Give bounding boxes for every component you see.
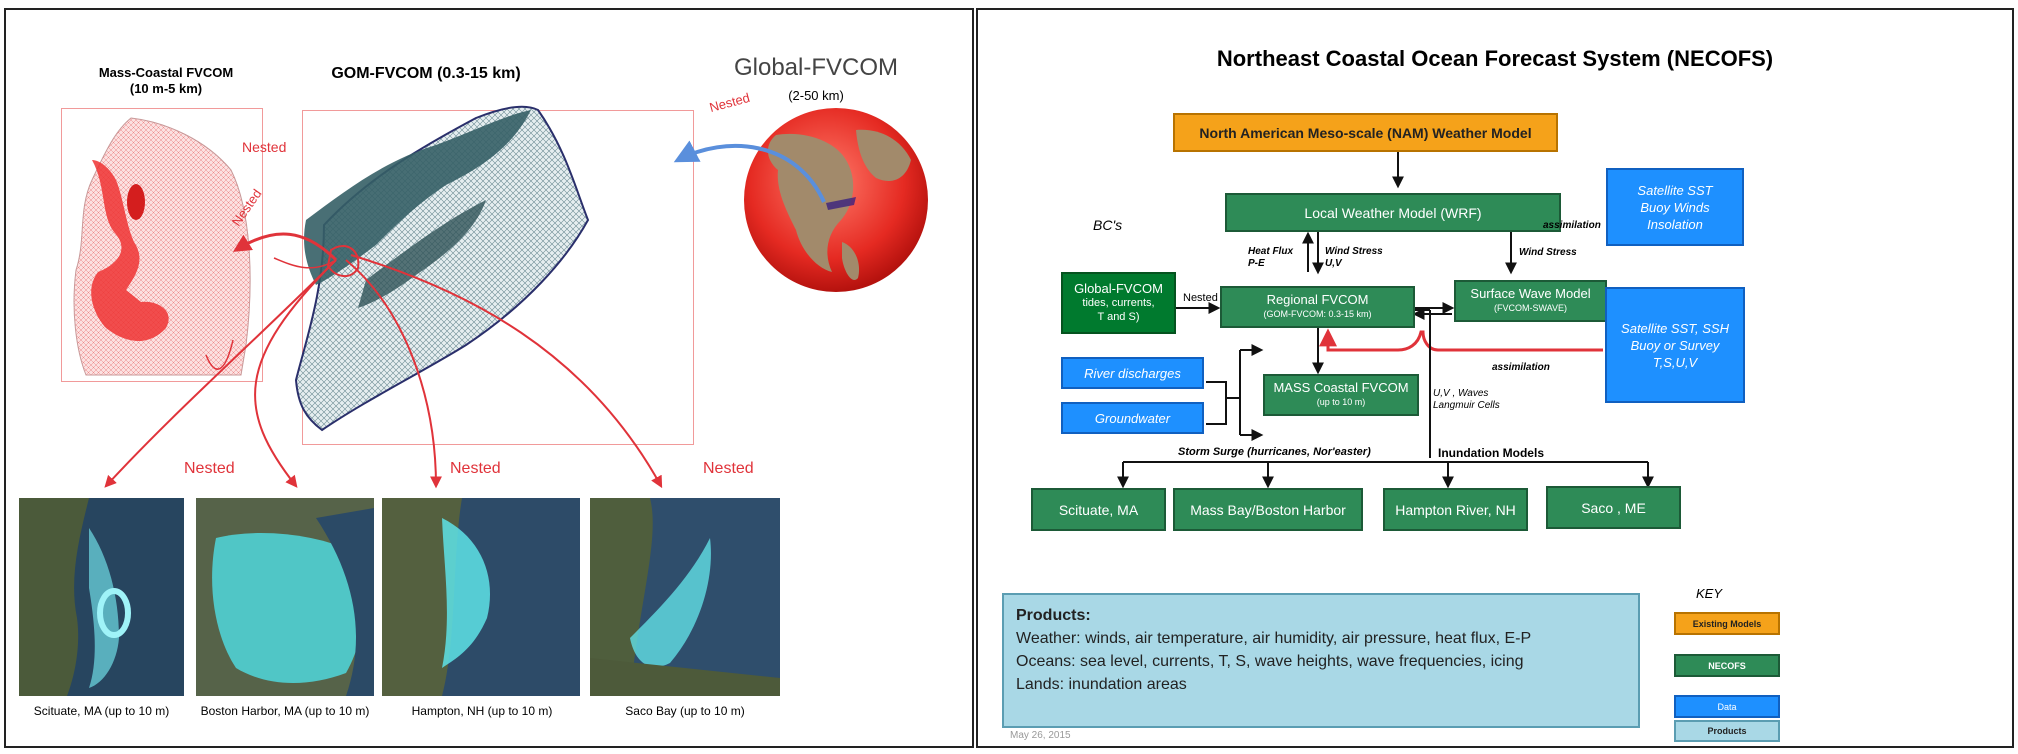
gom-to-mass-arrow bbox=[232, 232, 338, 262]
mass-coastal-frame bbox=[61, 108, 263, 382]
right-panel: Northeast Coastal Ocean Forecast System … bbox=[976, 8, 2014, 748]
sat2-line-3: T,S,U,V bbox=[1652, 354, 1698, 370]
swave-line-2: (FVCOM-SWAVE) bbox=[1494, 303, 1567, 313]
sat2-line-2: Buoy or Survey bbox=[1630, 337, 1720, 353]
gom-fvcom-title: GOM-FVCOM (0.3-15 km) bbox=[331, 65, 521, 82]
to-boston-arrow bbox=[254, 259, 337, 488]
global-to-gom-arrow bbox=[673, 140, 826, 203]
mass-coastal-title: Mass-Coastal FVCOM bbox=[98, 65, 234, 80]
hampton-caption: Hampton, NH (up to 10 m) bbox=[411, 704, 553, 718]
site-scituate-box: Scituate, MA bbox=[1031, 488, 1166, 531]
sat1-line-2: Buoy Winds bbox=[1640, 199, 1710, 215]
global-globe bbox=[744, 108, 928, 292]
sat2-line-1: Satellite SST, SSH bbox=[1621, 320, 1729, 336]
satellite-ssh-box: Satellite SST, SSH Buoy or Survey T,S,U,… bbox=[1605, 287, 1745, 403]
inundation-models-label: Inundation Models bbox=[1438, 446, 1544, 460]
left-panel: Mass-Coastal FVCOM (10 m-5 km) GOM-FVCOM… bbox=[4, 8, 974, 748]
key-data: Data bbox=[1674, 695, 1780, 718]
heat-flux-label: Heat Flux P-E bbox=[1248, 246, 1294, 269]
wrf-model-box: Local Weather Model (WRF) bbox=[1225, 193, 1561, 232]
date-footer: May 26, 2015 bbox=[1010, 730, 1071, 741]
global-fvcom-title: Global-FVCOM bbox=[733, 54, 899, 81]
surface-wave-model-box: Surface Wave Model (FVCOM-SWAVE) bbox=[1454, 280, 1607, 322]
global-fvcom-box: Global-FVCOM tides, currents, T and S) bbox=[1061, 272, 1176, 334]
wind-stress-label: Wind Stress bbox=[1519, 247, 1577, 258]
global-fvcom-range: (2-50 km) bbox=[788, 88, 844, 103]
saco-bay-image bbox=[590, 498, 780, 696]
mass-line-1: MASS Coastal FVCOM bbox=[1273, 380, 1409, 395]
global-line-1: Global-FVCOM bbox=[1074, 281, 1163, 296]
global-line-3: T and S) bbox=[1097, 311, 1140, 323]
key-products: Products bbox=[1674, 720, 1780, 742]
to-saco-arrow bbox=[350, 254, 663, 489]
nested-label-right: Nested bbox=[1183, 292, 1218, 304]
mass-coastal-fvcom-box: MASS Coastal FVCOM (up to 10 m) bbox=[1263, 374, 1419, 416]
products-lands: Lands: inundation areas bbox=[1016, 676, 1187, 693]
swave-line-1: Surface Wave Model bbox=[1470, 286, 1591, 301]
regional-line-1: Regional FVCOM bbox=[1266, 292, 1369, 307]
global-line-2: tides, currents, bbox=[1082, 297, 1155, 309]
products-oceans: Oceans: sea level, currents, T, S, wave … bbox=[1016, 653, 1524, 670]
boston-harbor-caption: Boston Harbor, MA (up to 10 m) bbox=[200, 704, 370, 718]
key-title: KEY bbox=[1696, 586, 1723, 601]
sat1-line-1: Satellite SST bbox=[1637, 182, 1713, 198]
to-scituate-arrow bbox=[104, 259, 337, 488]
boston-harbor-image bbox=[196, 498, 374, 696]
site-boston-harbor-box: Mass Bay/Boston Harbor bbox=[1173, 488, 1363, 531]
system-title: Northeast Coastal Ocean Forecast System … bbox=[1216, 46, 1774, 71]
products-title: Products: bbox=[1016, 607, 1091, 624]
mass-coastal-range: (10 m-5 km) bbox=[129, 81, 203, 96]
gom-map bbox=[294, 105, 590, 432]
nested-label-4: Nested bbox=[184, 460, 235, 477]
nested-label-1: Nested bbox=[242, 139, 287, 155]
key-existing-models: Existing Models bbox=[1674, 612, 1780, 635]
satellite-sst-winds-box: Satellite SST Buoy Winds Insolation bbox=[1606, 168, 1744, 246]
assimilation-label-2: assimilation bbox=[1492, 362, 1550, 373]
site-hampton-box: Hampton River, NH bbox=[1383, 488, 1528, 531]
sat1-line-3: Insolation bbox=[1647, 216, 1703, 232]
regional-fvcom-box: Regional FVCOM (GOM-FVCOM: 0.3-15 km) bbox=[1220, 286, 1415, 328]
hampton-image bbox=[382, 498, 580, 696]
mass-coastal-map bbox=[73, 117, 251, 376]
regional-line-2: (GOM-FVCOM: 0.3-15 km) bbox=[1263, 309, 1372, 319]
uv-waves-label: U,V , Waves Langmuir Cells bbox=[1433, 388, 1500, 411]
site-saco-box: Saco , ME bbox=[1546, 486, 1681, 529]
scituate-image bbox=[19, 498, 184, 696]
nam-weather-model-box: North American Meso-scale (NAM) Weather … bbox=[1173, 113, 1558, 152]
groundwater-box: Groundwater bbox=[1061, 402, 1204, 434]
saco-bay-caption: Saco Bay (up to 10 m) bbox=[625, 704, 745, 718]
river-discharges-box: River discharges bbox=[1061, 357, 1204, 389]
scituate-caption: Scituate, MA (up to 10 m) bbox=[33, 704, 170, 718]
bcs-label: BC's bbox=[1093, 217, 1123, 233]
key-necofs: NECOFS bbox=[1674, 654, 1780, 677]
mass-line-2: (up to 10 m) bbox=[1316, 397, 1366, 407]
nested-label-6: Nested bbox=[703, 460, 754, 477]
nesting-diagram bbox=[73, 105, 928, 489]
wind-stress-uv-label: Wind Stress U,V bbox=[1325, 246, 1383, 269]
products-weather: Weather: winds, air temperature, air hum… bbox=[1016, 630, 1532, 647]
to-hampton-arrow bbox=[345, 259, 442, 489]
storm-surge-label: Storm Surge (hurricanes, Nor'easter) bbox=[1178, 446, 1371, 458]
nested-label-5: Nested bbox=[450, 460, 501, 477]
products-box: Products: Weather: winds, air temperatur… bbox=[1002, 593, 1640, 728]
assimilation-label-1: assimilation bbox=[1543, 220, 1601, 231]
